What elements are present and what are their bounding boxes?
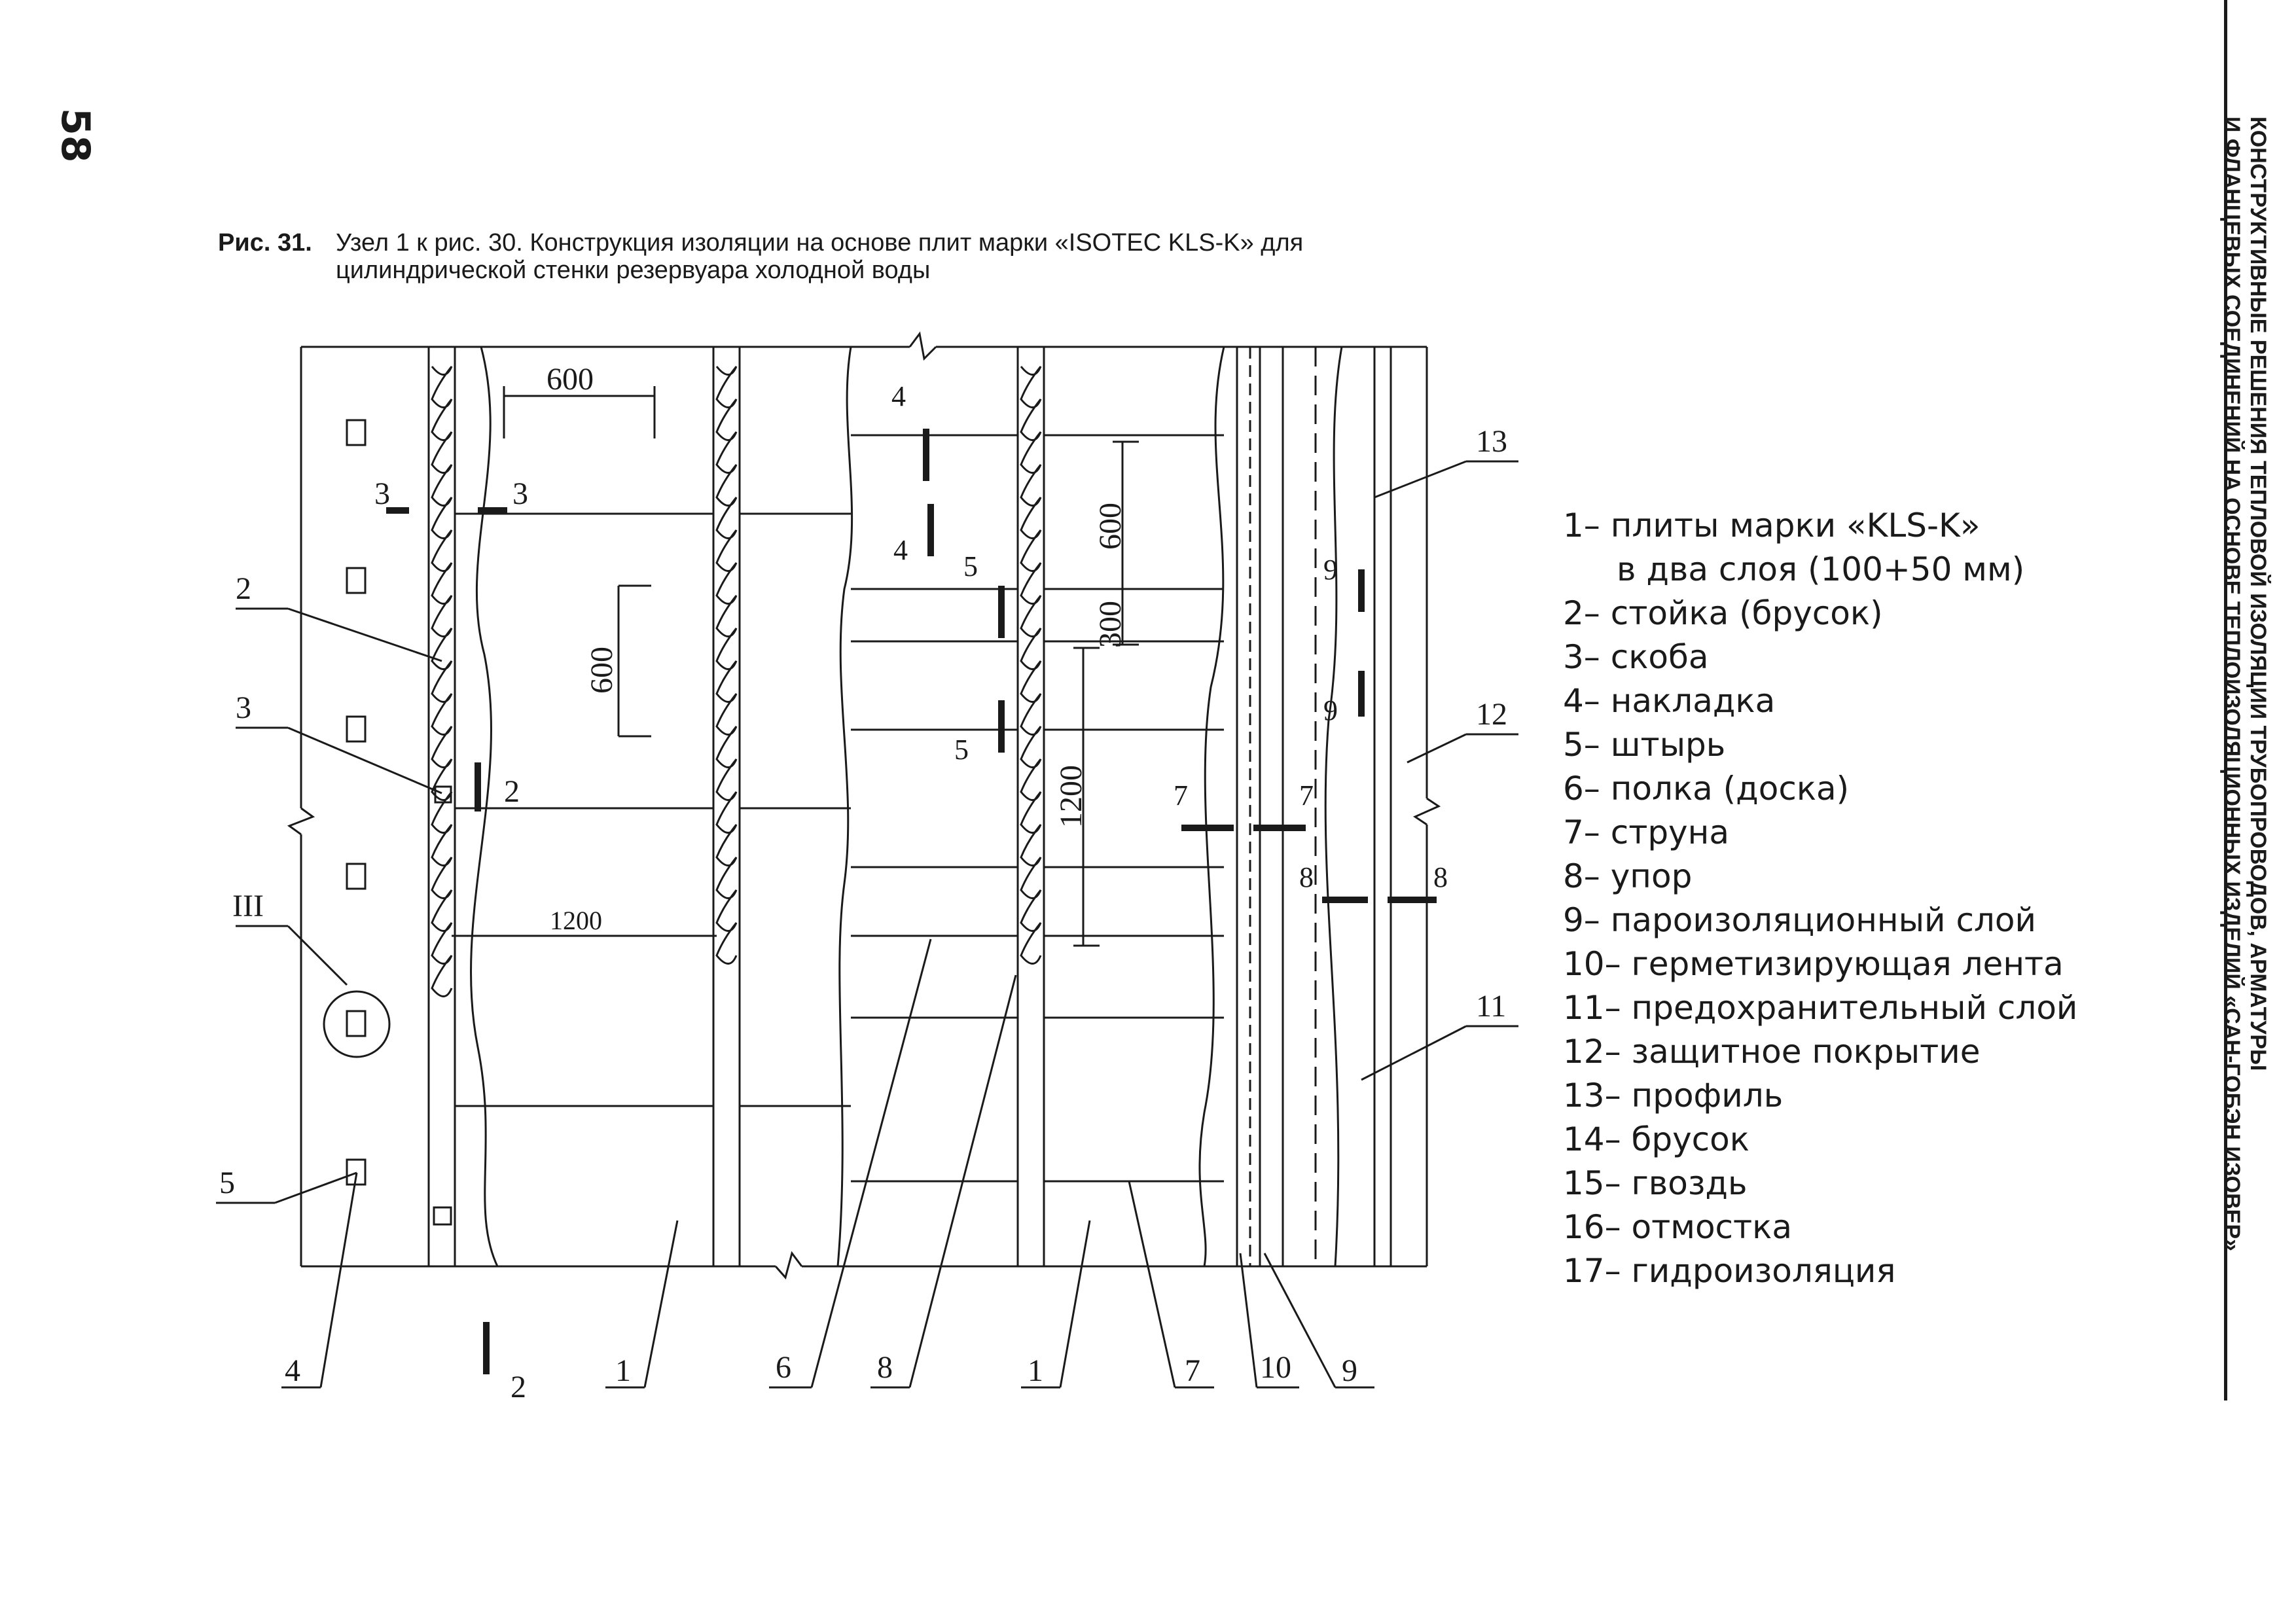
legend-item-3: 3– скоба — [1563, 638, 1709, 676]
dim-1200-h: 1200 — [550, 906, 602, 935]
callout-bottom-1b: 1 — [1028, 1353, 1043, 1388]
side-rule — [2224, 0, 2227, 1400]
legend-item-15: 15– гвоздь — [1563, 1164, 1748, 1202]
legend-item-12: 12– защитное покрытие — [1563, 1033, 1981, 1071]
legend-item-2: 2– стойка (брусок) — [1563, 594, 1883, 632]
dim-300: 300 — [1093, 601, 1128, 648]
section-mark-7a: 7 — [1174, 779, 1188, 812]
caption-line-2: цилиндрической стенки резервуара холодно… — [336, 257, 931, 284]
legend-item-11: 11– предохранительный слой — [1563, 989, 2078, 1027]
section-mark-5a: 5 — [963, 550, 978, 582]
section-mark-4a: 4 — [891, 380, 906, 412]
section-mark-2b: 2 — [511, 1370, 526, 1404]
callout-bottom-6: 6 — [776, 1350, 791, 1385]
callout-bottom-4: 4 — [285, 1353, 300, 1388]
legend-item-7: 7– струна — [1563, 813, 1729, 851]
callout-bottom-1a: 1 — [615, 1353, 631, 1388]
legend-item-13: 13– профиль — [1563, 1077, 1784, 1115]
legend-item-8: 8– упор — [1563, 857, 1693, 895]
section-mark-8b: 8 — [1433, 861, 1448, 893]
legend-item-9: 9– пароизоляционный слой — [1563, 901, 2036, 939]
caption-number: Рис. 31. — [218, 229, 312, 257]
callout-3: 3 — [236, 690, 251, 725]
section-mark-4b: 4 — [893, 534, 908, 566]
node-iii-label: III — [232, 889, 264, 923]
section-mark-8a: 8 — [1299, 861, 1314, 893]
dim-1200-v: 1200 — [1054, 765, 1088, 828]
section-mark-2a: 2 — [504, 774, 520, 809]
legend-item-1: 1– плиты марки «KLS-K» — [1563, 507, 1981, 544]
callout-bottom-9: 9 — [1342, 1353, 1357, 1388]
stud-zigzag-3 — [1020, 366, 1042, 965]
dim-600-left: 600 — [584, 647, 619, 694]
legend-item-14: 14– брусок — [1563, 1120, 1749, 1158]
caption-line-1: Узел 1 к рис. 30. Конструкция изоляции н… — [336, 229, 1304, 257]
callout-bottom-8: 8 — [877, 1350, 893, 1385]
legend-item-10: 10– герметизирующая лента — [1563, 945, 2064, 983]
node-iii-circle — [323, 990, 391, 1058]
legend-item-5: 5– штырь — [1563, 726, 1726, 764]
legend-item-16: 16– отмостка — [1563, 1208, 1792, 1246]
dim-600-top: 600 — [547, 362, 594, 397]
callout-bottom-10: 10 — [1260, 1350, 1291, 1385]
section-mark-9b: 9 — [1323, 694, 1338, 726]
legend: 1– плиты марки «KLS-K» в два слоя (100+5… — [1563, 504, 2077, 1293]
section-mark-7b: 7 — [1299, 779, 1314, 812]
dim-600-v: 600 — [1093, 503, 1128, 550]
figure-caption: Рис. 31. Узел 1 к рис. 30. Конструкция из… — [218, 229, 1303, 284]
legend-item-1-cont: в два слоя (100+50 мм) — [1617, 550, 2025, 588]
legend-item-17: 17– гидроизоляция — [1563, 1252, 1896, 1290]
callout-bottom-7: 7 — [1185, 1353, 1200, 1388]
legend-item-6: 6– полка (доска) — [1563, 770, 1850, 808]
callout-13: 13 — [1476, 424, 1507, 459]
legend-item-4: 4– накладка — [1563, 682, 1776, 720]
callout-2: 2 — [236, 571, 251, 606]
section-mark-5b: 5 — [954, 734, 969, 766]
section-mark-3b: 3 — [512, 476, 528, 511]
callout-5: 5 — [219, 1166, 235, 1200]
callout-11: 11 — [1476, 989, 1506, 1024]
section-mark-3a: 3 — [374, 476, 390, 511]
callout-12: 12 — [1476, 697, 1507, 732]
stud-zigzag-2 — [715, 366, 738, 965]
stud-zigzag-1 — [431, 366, 453, 997]
section-mark-9a: 9 — [1323, 554, 1338, 586]
